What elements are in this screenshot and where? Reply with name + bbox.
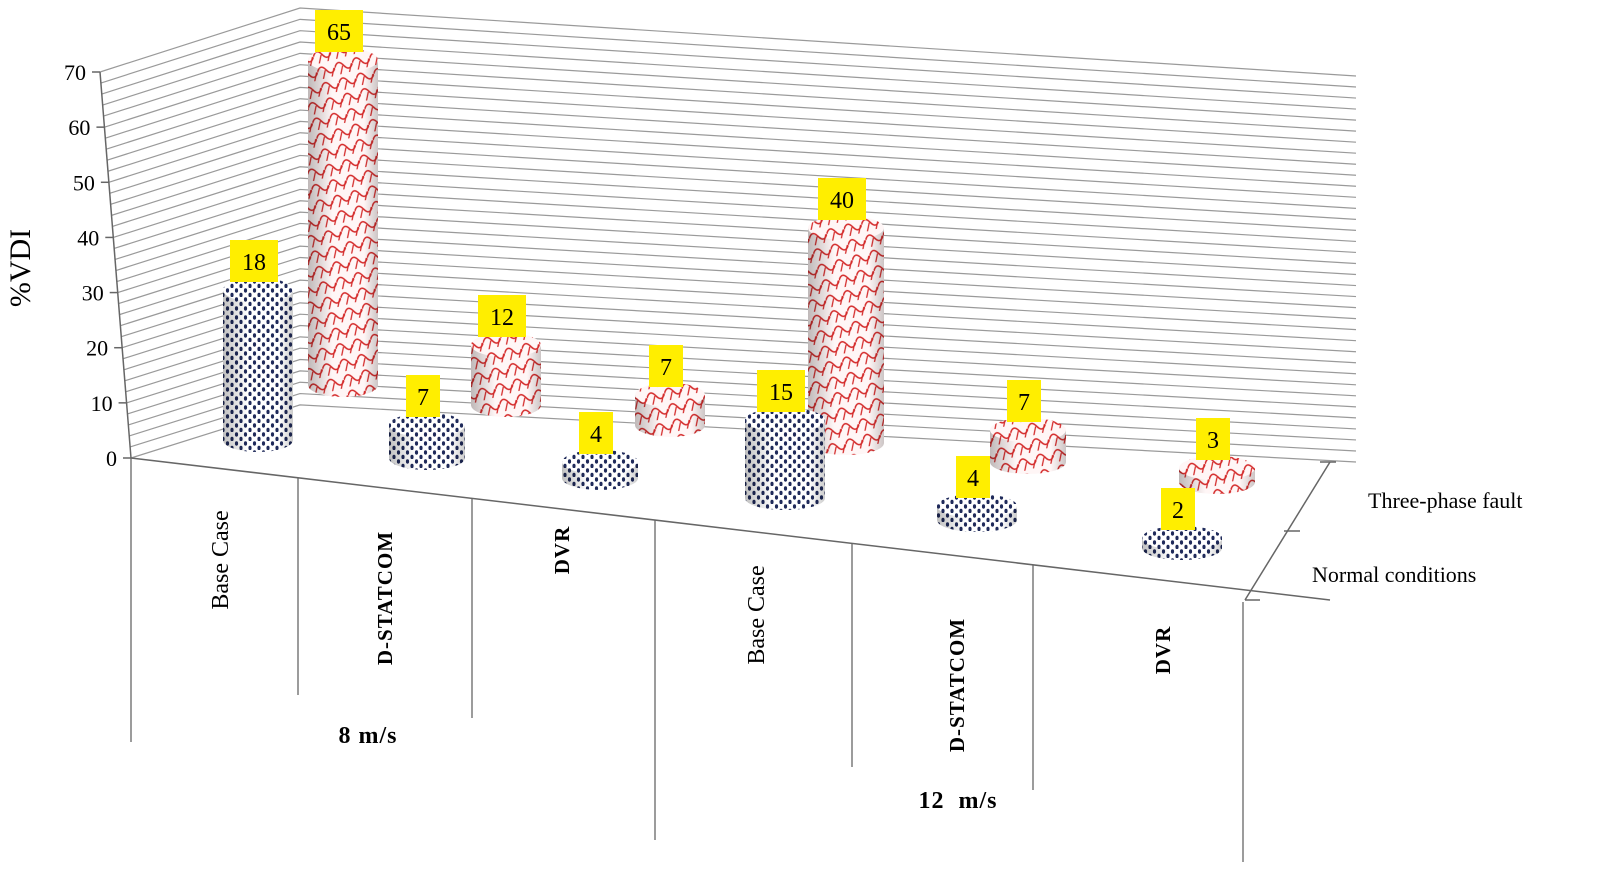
bar-normal-conditions: 4 [562, 412, 638, 490]
category-dividers [130, 458, 1244, 862]
data-label-box [1007, 380, 1041, 422]
data-label: 7 [660, 355, 672, 381]
category-label: Base Case [208, 510, 234, 609]
bar-three-phase-fault: 40 [808, 178, 884, 455]
y-tick-label: 20 [86, 336, 108, 361]
data-label-box [406, 375, 440, 417]
legend-normal-conditions: Normal conditions [1312, 562, 1476, 587]
y-axis-line [99, 71, 132, 459]
category-label: D-STATCOM [945, 618, 969, 752]
y-tick-label: 30 [82, 281, 104, 306]
data-label: 4 [967, 466, 979, 492]
bar-three-phase-fault: 3 [1179, 418, 1255, 494]
data-label-box [956, 456, 990, 498]
category-label: DVR [550, 526, 574, 575]
bar-normal-conditions: 2 [1142, 488, 1222, 560]
data-label-box [757, 370, 805, 412]
data-label-box [579, 412, 613, 454]
data-label: 4 [590, 422, 602, 448]
y-tick-label: 60 [68, 115, 90, 140]
bar-normal-conditions: 15 [745, 370, 825, 510]
y-tick-label: 50 [73, 170, 95, 195]
bar-normal-conditions: 4 [937, 456, 1017, 532]
group-label-12ms: 12 m/s [919, 788, 998, 814]
y-tick-label: 10 [91, 391, 113, 416]
data-label: 2 [1172, 498, 1184, 524]
data-label-box [230, 240, 278, 282]
data-label: 15 [769, 380, 793, 406]
data-label: 3 [1207, 428, 1219, 454]
data-label-box [1196, 418, 1230, 460]
data-label-box [649, 345, 683, 387]
bar-three-phase-fault: 7 [990, 380, 1066, 474]
data-label-box [1161, 488, 1195, 530]
data-label: 18 [242, 250, 266, 276]
category-label: Base Case [744, 565, 770, 664]
y-tick-label: 0 [106, 446, 117, 471]
data-label-box [478, 295, 526, 337]
data-label-box [818, 178, 866, 220]
x-axis-line [130, 457, 1331, 601]
data-label: 12 [490, 305, 514, 331]
y-tick-label: 70 [64, 60, 86, 85]
data-label: 7 [1018, 390, 1030, 416]
category-label: DVR [1151, 626, 1175, 675]
bar-three-phase-fault: 65 [308, 10, 378, 397]
legend-three-phase-fault: Three-phase fault [1368, 488, 1523, 513]
gridlines [99, 7, 1357, 463]
y-tick-label: 40 [77, 225, 99, 250]
group-label-8ms: 8 m/s [339, 723, 398, 749]
axes [99, 71, 1336, 601]
y-ticks: 0 10 20 30 40 50 60 70 [64, 60, 131, 471]
bar-three-phase-fault: 7 [635, 345, 705, 437]
y-axis-title: %VDI [4, 229, 37, 307]
data-label-box [315, 10, 363, 52]
bar-normal-conditions: 18 [223, 240, 293, 452]
category-label: D-STATCOM [373, 531, 397, 665]
data-label: 65 [327, 20, 351, 46]
data-label: 40 [830, 188, 854, 214]
bar-three-phase-fault: 12 [471, 295, 541, 417]
data-label: 7 [417, 385, 429, 411]
bar-normal-conditions: 7 [389, 375, 465, 470]
